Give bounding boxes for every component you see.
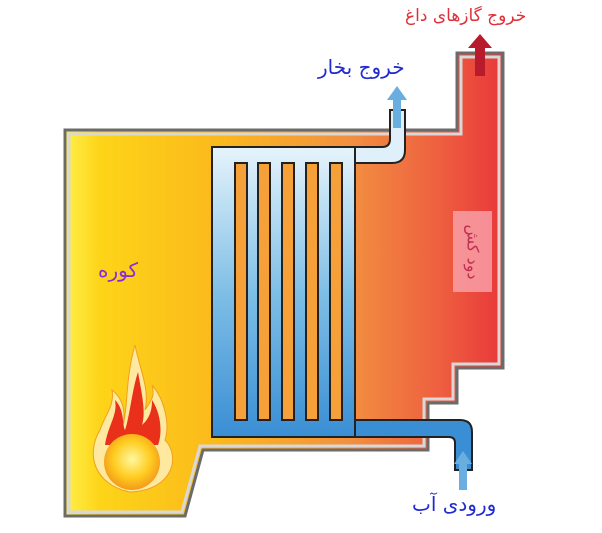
flame-icon: [92, 344, 173, 493]
furnace-label: کوره: [98, 258, 138, 282]
tube-gaps: [234, 162, 343, 421]
water-inlet-pipe: [339, 419, 473, 471]
hot-gas-arrow-icon: [468, 34, 492, 76]
steam-outlet-pipe: [339, 109, 406, 164]
chimney-label: دود کش: [463, 223, 482, 280]
chimney-label-box: دود کش: [453, 211, 492, 292]
water-inlet-label: ورودی آب: [412, 492, 497, 516]
steam-outlet-label: خروج بخار: [318, 55, 405, 79]
hot-gas-outlet-label: خروج گازهای داغ: [405, 6, 527, 26]
steam-arrow-icon: [387, 86, 407, 128]
water-arrow-icon: [454, 451, 472, 490]
